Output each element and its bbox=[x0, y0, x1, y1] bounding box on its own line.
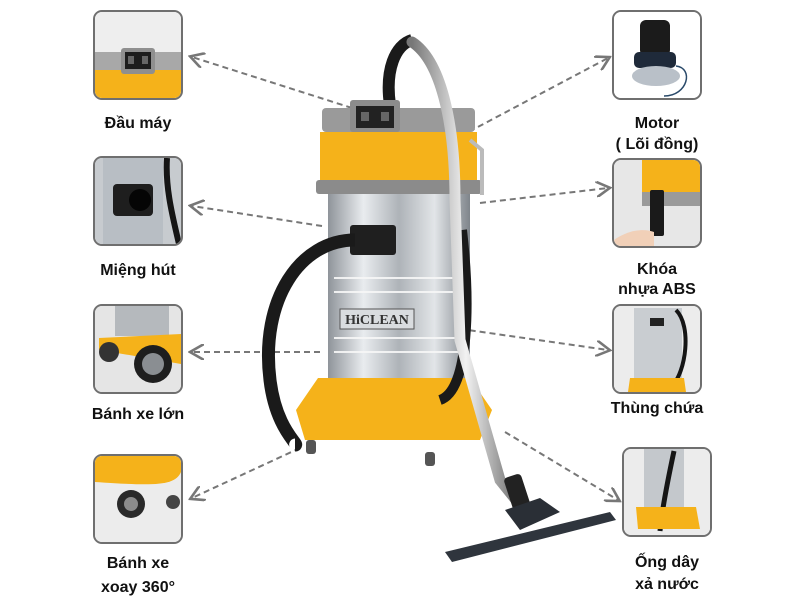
motor-label-line2: ( Lõi đồng) bbox=[615, 136, 699, 153]
drain-hose-label-line2: xả nước bbox=[635, 576, 699, 593]
swivel-caster-thumbnail bbox=[93, 454, 183, 544]
tank-label: Thùng chứa bbox=[610, 400, 704, 417]
tank-thumbnail bbox=[612, 304, 702, 394]
svg-text:HiCLEAN: HiCLEAN bbox=[345, 313, 409, 328]
abs-latch-thumbnail bbox=[612, 158, 702, 248]
abs-latch-label-line2: nhựa ABS bbox=[618, 281, 696, 298]
motor-thumbnail bbox=[612, 10, 702, 100]
machine-head-label: Đầu máy bbox=[104, 115, 172, 132]
suction-inlet-thumbnail bbox=[93, 156, 183, 246]
motor-label-line1: Motor bbox=[634, 115, 680, 132]
large-wheel-thumbnail bbox=[93, 304, 183, 394]
swivel-caster-label-line2: xoay 360° bbox=[100, 579, 175, 596]
suction-inlet-label: Miệng hút bbox=[100, 262, 176, 279]
large-wheel-label: Bánh xe lớn bbox=[91, 406, 185, 423]
abs-latch-label-line1: Khóa bbox=[637, 261, 677, 278]
machine-head-thumbnail bbox=[93, 10, 183, 100]
drain-hose-label-line1: Ống dây bbox=[634, 554, 699, 571]
drain-hose-thumbnail bbox=[622, 447, 712, 537]
swivel-caster-label-line1: Bánh xe bbox=[106, 555, 170, 572]
